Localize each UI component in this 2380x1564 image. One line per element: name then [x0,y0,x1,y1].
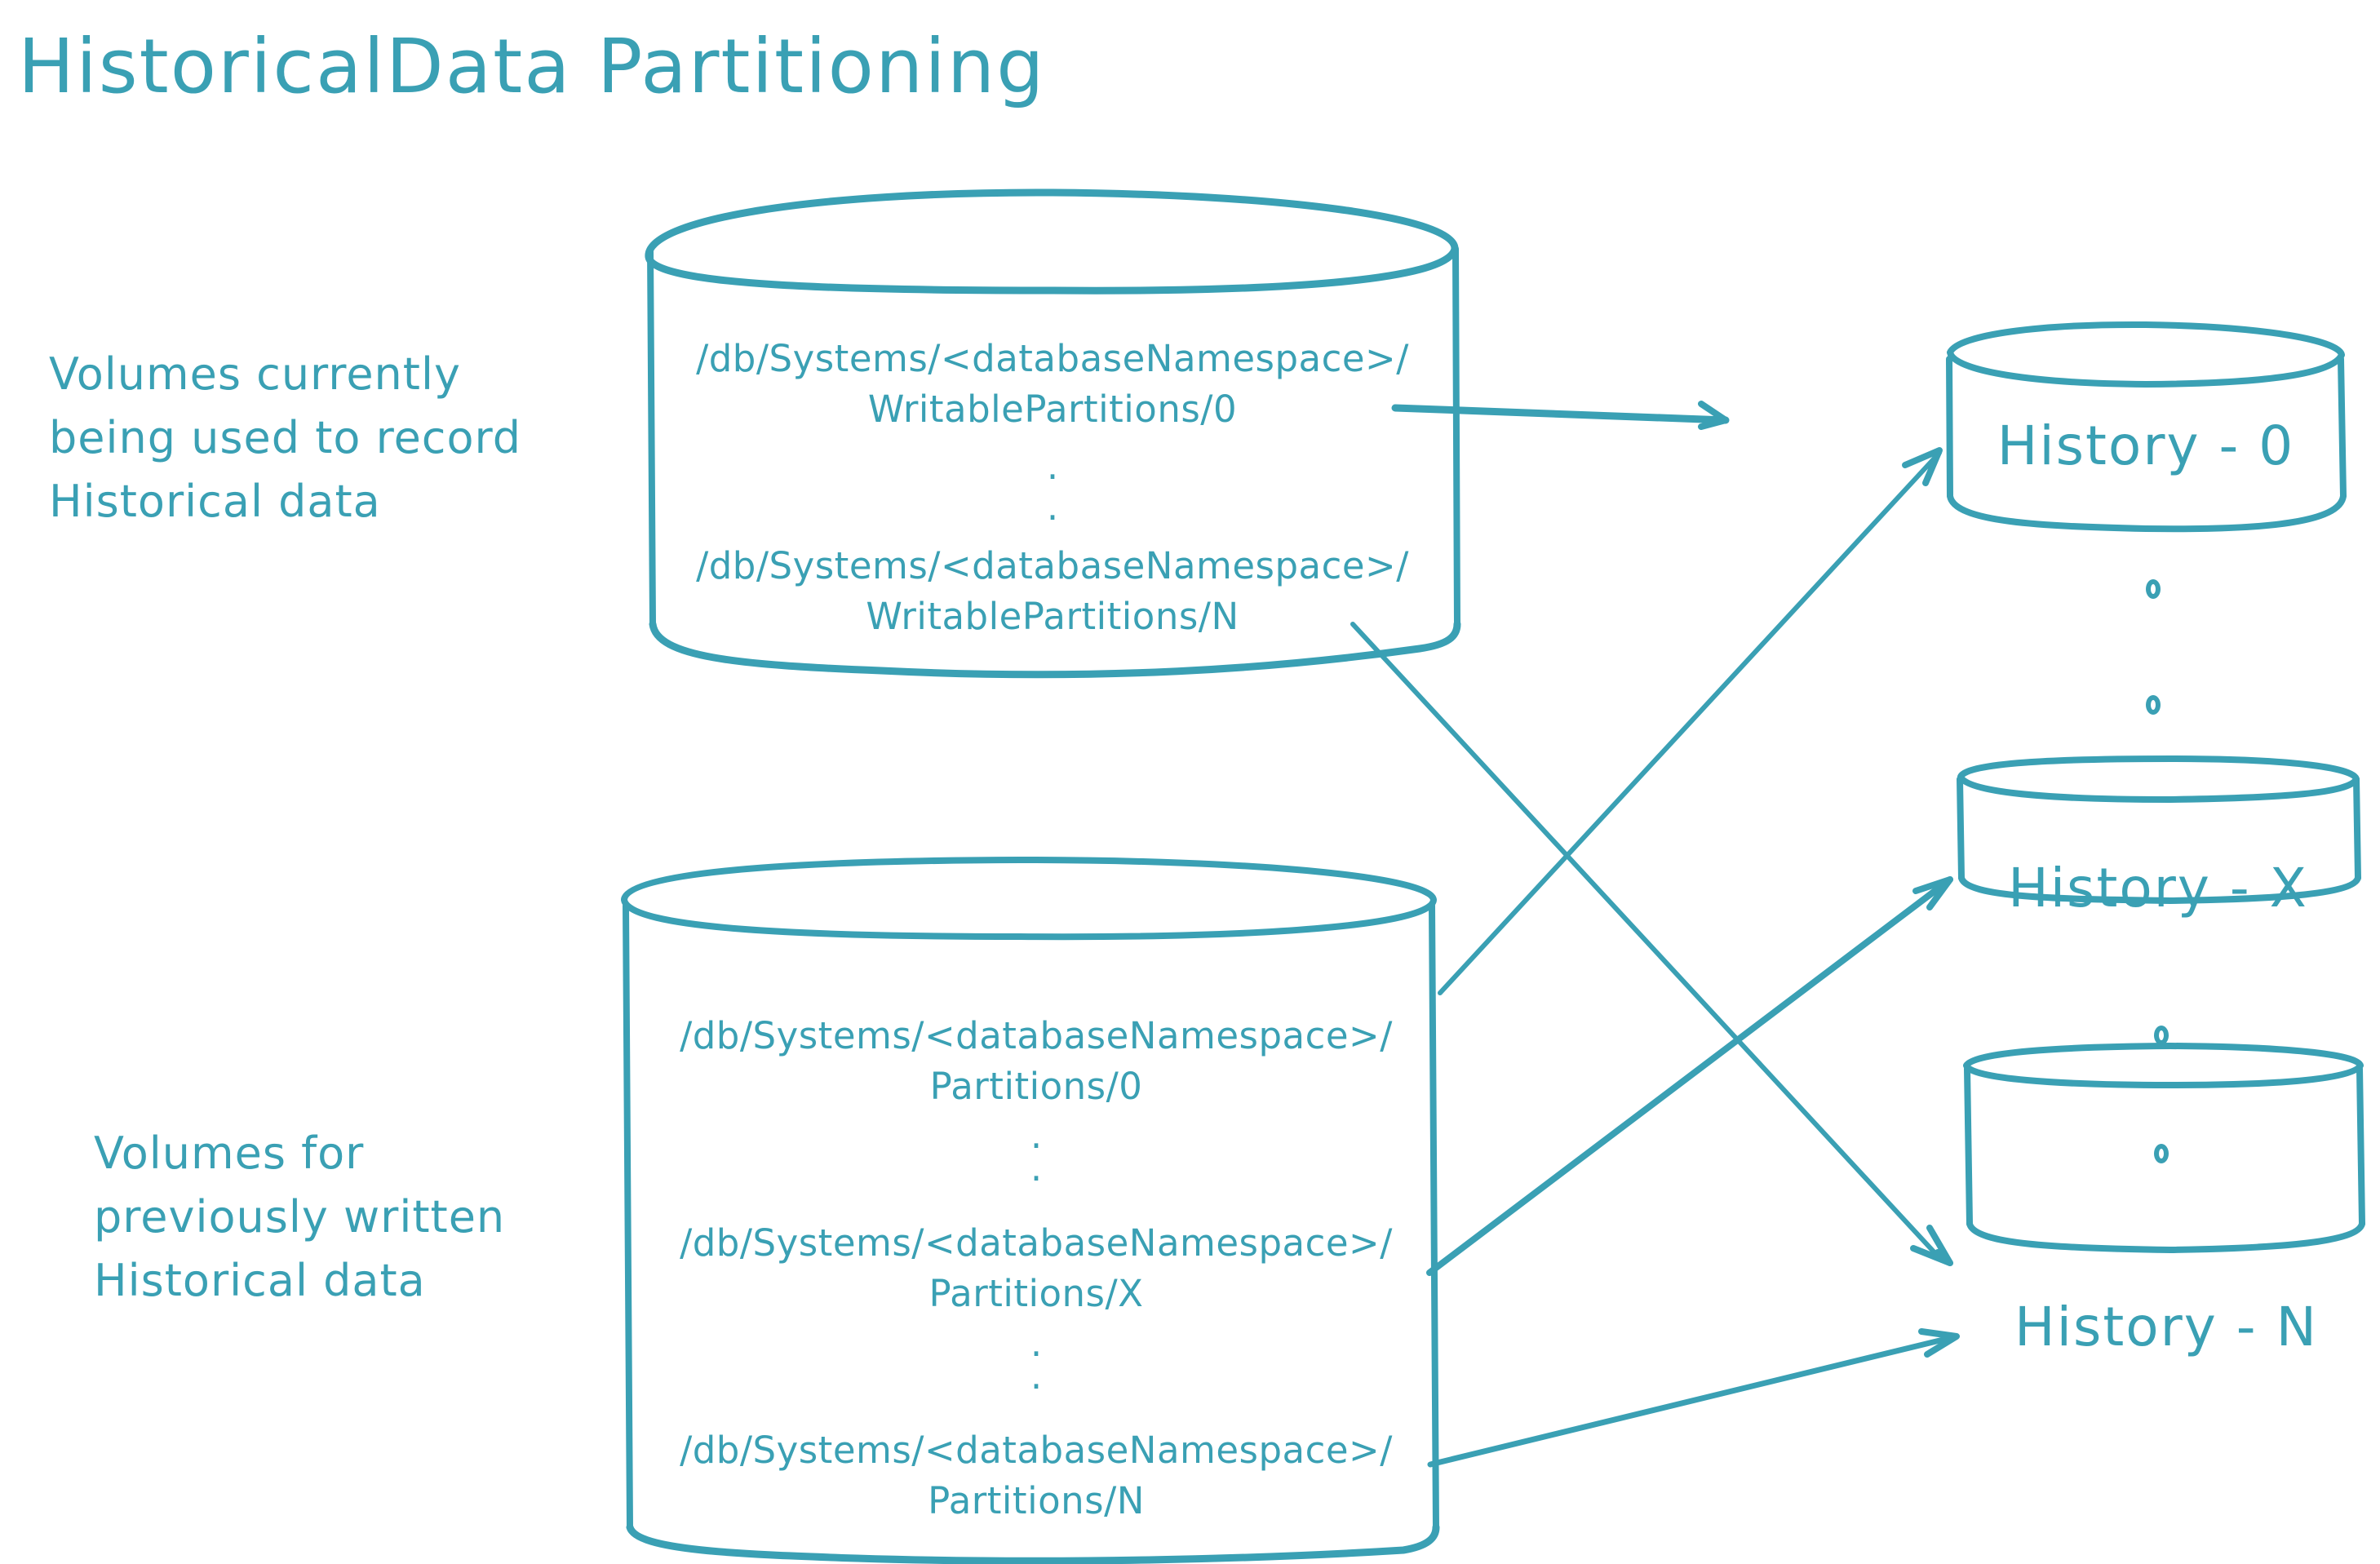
partition-entry-2-line2: Partitions/N [928,1479,1145,1522]
separator-dot [2146,695,2161,715]
history-0-top-ellipse [1947,321,2345,388]
partition-entry-2-line1: /db/Systems/<databaseNamespace>/ [680,1429,1393,1472]
writable-entry-0-line1: /db/Systems/<databaseNamespace>/ [696,337,1409,380]
partition-ellipsis-dot: . [1030,1146,1043,1190]
partition-entry-1-line1: /db/Systems/<databaseNamespace>/ [680,1221,1393,1265]
writable-volume-cylinder [645,188,1461,679]
writable-volume-bottom-curve [649,620,1461,679]
writable-entry-1-line1: /db/Systems/<databaseNamespace>/ [696,544,1409,587]
writable-entry-1-line2: WritablePartitions/N [866,595,1239,638]
note-writable-volumes: Volumes currently being used to record H… [49,348,522,527]
partition-entry-0-line2: Partitions/0 [929,1065,1143,1108]
history-x-top-ellipse [1957,755,2360,803]
history-0-right-side [2338,356,2347,499]
writable-volume-left-side [647,246,656,627]
writable-volume-right-side [1452,246,1460,627]
partition-volume-top-ellipse [621,857,1437,941]
history-x-cylinder [1957,755,2361,904]
partition-entry-1-line2: Partitions/X [929,1272,1144,1315]
partition-volume-cylinder [621,857,1440,1564]
history-x-label: History - X [2008,857,2308,919]
history-0-cylinder [1946,321,2347,533]
arrowhead-history-n-cross [1910,1225,1953,1266]
page-title: HistoricalData Partitioning [18,23,1046,110]
history-n-left-side [1964,1066,1973,1227]
note-previous-volumes: Volumes for previously written Historica… [94,1128,506,1306]
arrow-partitions-n-to-history-n [1427,1328,1960,1468]
history-x-bottom-curve [1958,875,2361,904]
history-n-cylinder [1963,1043,2365,1253]
arrow-partitions-x-to-history-x [1426,876,1953,1276]
history-n-label: History - N [2014,1296,2318,1358]
history-n-top-ellipse [1963,1043,2364,1088]
arrow-writable-n-to-history-n [1350,622,1944,1263]
arrow-writable-0-to-history-0 [1391,401,1730,430]
arrow-partitions-0-to-history-0 [1438,447,1943,995]
partition-volume-bottom-curve [626,1523,1440,1564]
history-n-right-side [2356,1066,2365,1227]
writable-ellipsis-dot: . [1046,445,1059,488]
separator-dot [2154,1026,2169,1045]
writable-entry-0-line2: WritablePartitions/0 [867,388,1238,431]
history-0-label: History - 0 [1997,414,2295,477]
partition-entry-0-line1: /db/Systems/<databaseNamespace>/ [680,1014,1393,1057]
partition-volume-right-side [1429,902,1439,1531]
writable-ellipsis-dot: . [1046,485,1059,529]
separator-dot [2154,1144,2169,1163]
partition-volume-left-side [623,902,633,1531]
history-x-left-side [1957,776,1965,881]
writable-volume-top-ellipse [645,188,1459,295]
partition-ellipsis-dot: . [1030,1114,1043,1157]
history-x-right-side [2353,776,2361,881]
partition-ellipsis-dot: . [1030,1322,1043,1365]
separator-dot [2146,579,2161,599]
history-n-bottom-curve [1966,1221,2365,1253]
partition-ellipsis-dot: . [1030,1354,1043,1398]
history-0-left-side [1946,356,1953,499]
history-0-bottom-curve [1947,493,2347,533]
